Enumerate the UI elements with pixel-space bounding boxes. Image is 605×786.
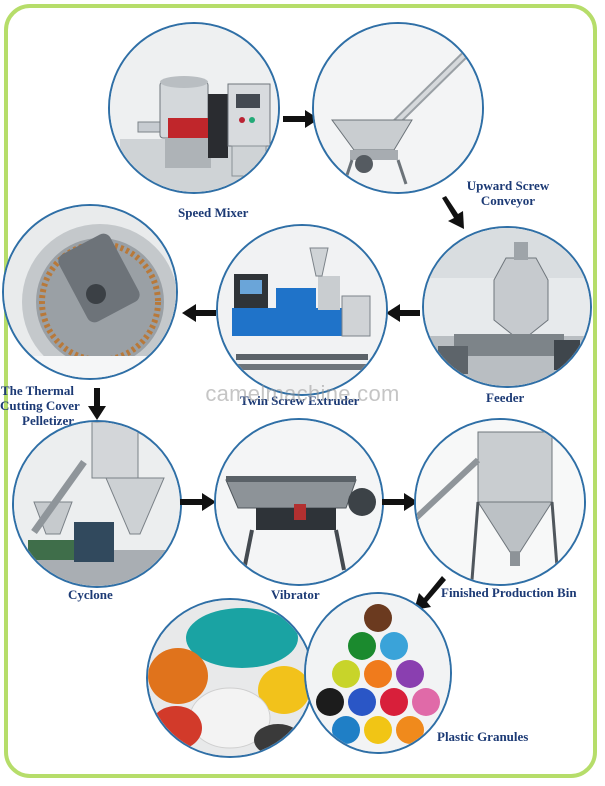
- upward-screw-conveyor-label-line2: Conveyor: [480, 193, 536, 208]
- arrow-right-icon: [283, 110, 319, 128]
- pelletizer-label-line1: The Thermal: [0, 383, 74, 398]
- plastic-granules-label: Plastic Granules: [437, 729, 529, 744]
- pelletizer-label-line3: Pelletizer: [22, 413, 74, 428]
- pelletizer-image: [2, 204, 178, 380]
- plastic-granules-image-left: [146, 598, 314, 758]
- arrow-right-icon: [382, 493, 418, 511]
- feeder-label: Feeder: [486, 390, 525, 405]
- arrow-down-icon: [88, 388, 106, 420]
- cyclone-image: [12, 420, 182, 588]
- speed-mixer-image: [108, 22, 280, 194]
- arrow-down-left-icon: [412, 576, 446, 612]
- finished-production-bin-label: Finished Production Bin: [441, 585, 577, 600]
- upward-screw-conveyor-label-line1: Upward Screw: [466, 178, 550, 193]
- arrow-left-icon: [386, 304, 420, 322]
- watermark: camelmachine.com: [205, 381, 400, 406]
- vibrator-label: Vibrator: [271, 587, 320, 602]
- vibrator-image: [214, 418, 384, 586]
- twin-screw-extruder-image: [216, 224, 388, 396]
- arrow-left-icon: [182, 304, 216, 322]
- pelletizer-label: The Thermal Cutting Cover Pelletizer: [0, 383, 80, 428]
- finished-production-bin-image: [414, 418, 586, 586]
- cyclone-label: Cyclone: [68, 587, 113, 602]
- upward-screw-conveyor-label: Upward Screw Conveyor: [456, 178, 560, 208]
- feeder-image: [422, 226, 592, 388]
- arrow-right-icon: [180, 493, 216, 511]
- diagram-frame: [4, 4, 597, 778]
- upward-screw-conveyor-image: [312, 22, 484, 194]
- twin-screw-extruder-label: Twin Screw Extruder: [240, 393, 360, 408]
- pelletizer-label-line2: Cutting Cover: [0, 398, 80, 413]
- speed-mixer-label: Speed Mixer: [178, 205, 249, 220]
- arrow-down-icon: [440, 196, 466, 230]
- plastic-granules-image-right: [304, 592, 452, 754]
